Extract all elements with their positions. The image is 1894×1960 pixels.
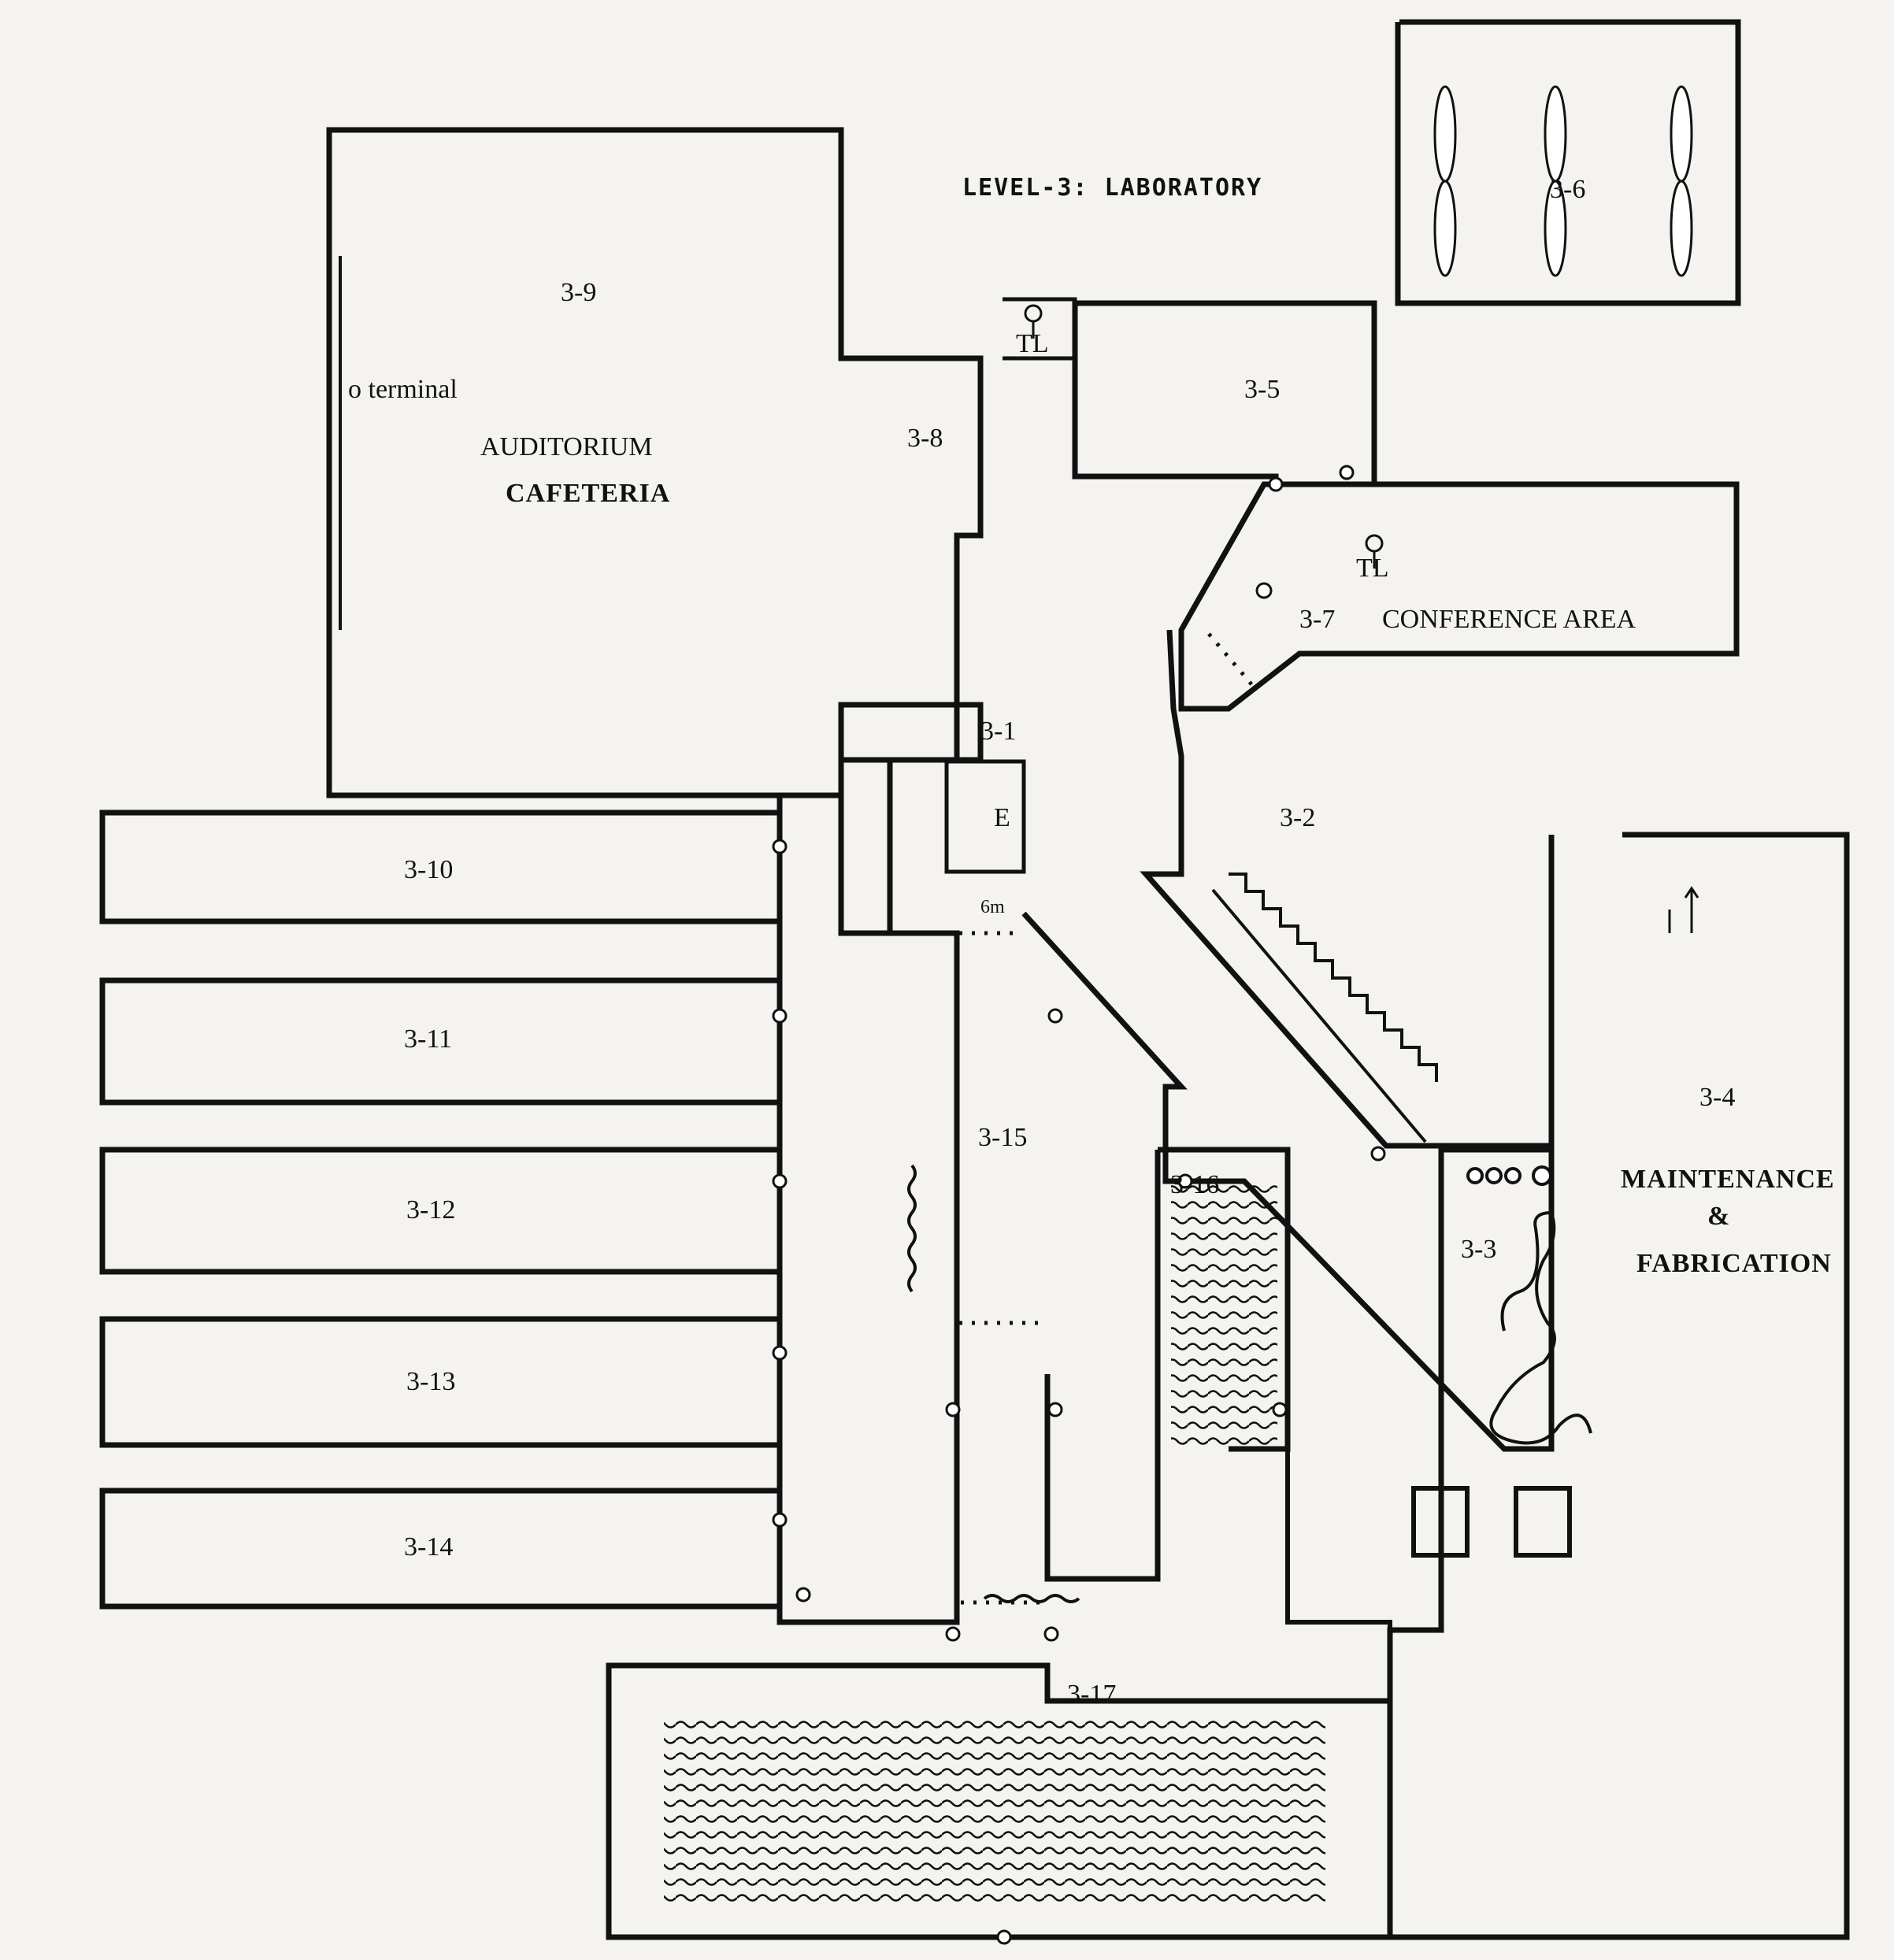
water-3-16	[1171, 1181, 1277, 1449]
room-label-3-15: 3-15	[978, 1123, 1028, 1152]
auditorium-label: AUDITORIUM	[480, 432, 653, 461]
room-label-3-17: 3-17	[1067, 1680, 1117, 1709]
room-label-3-3: 3-3	[1461, 1235, 1497, 1264]
conference-wall	[1178, 481, 1740, 712]
machinery-sketch	[1411, 1210, 1592, 1558]
tl-upper-label: TL	[1016, 329, 1049, 358]
arrow-3-4	[1668, 886, 1699, 933]
water-3-17	[664, 1721, 1325, 1906]
six-m-label: 6m	[980, 897, 1005, 917]
door-markers	[772, 465, 1386, 1945]
corridor-3-15	[890, 930, 960, 1625]
room-label-3-5: 3-5	[1244, 375, 1281, 404]
map-title: LEVEL-3: LABORATORY	[962, 174, 1263, 202]
ampersand-label: &	[1707, 1202, 1731, 1231]
corridor-3-1	[838, 702, 984, 936]
room-stack-spine	[777, 795, 890, 1625]
room-label-3-2: 3-2	[1280, 803, 1316, 832]
room-3-5-wall	[1072, 300, 1377, 487]
room-label-3-1: 3-1	[980, 717, 1017, 746]
maintenance-label: MAINTENANCE	[1621, 1165, 1835, 1194]
room-label-3-16: 3-16	[1170, 1170, 1220, 1199]
elevator-box	[944, 759, 1026, 874]
stairs	[1211, 873, 1438, 1143]
dotted-doorways	[959, 472, 1254, 1605]
tl-symbols	[1024, 304, 1384, 569]
room-3-9-wall	[326, 127, 984, 798]
room-label-3-12: 3-12	[406, 1195, 456, 1225]
fabrication-label: FABRICATION	[1636, 1249, 1832, 1278]
room-label-3-10: 3-10	[404, 855, 454, 884]
room-label-3-7: 3-7	[1299, 605, 1336, 634]
wavy-wall-lower	[983, 1594, 1080, 1603]
wavy-wall	[907, 1164, 917, 1293]
fabrication-circles	[1466, 1165, 1552, 1186]
lab-panels-3-6	[1433, 85, 1693, 277]
room-label-3-6: 3-6	[1550, 175, 1586, 204]
room-label-3-11: 3-11	[404, 1024, 453, 1054]
elevator-label: E	[994, 803, 1010, 832]
room-3-4-wall	[1387, 832, 1850, 1940]
conference-label: CONFERENCE AREA	[1382, 605, 1636, 634]
room-label-3-13: 3-13	[406, 1367, 456, 1396]
corridor-3-2	[1021, 629, 1555, 1452]
room-label-3-4: 3-4	[1699, 1083, 1736, 1112]
room-label-3-9: 3-9	[561, 278, 597, 307]
room-label-3-8: 3-8	[907, 424, 943, 453]
room-3-3-wall	[1285, 1449, 1392, 1701]
tl-lower-label: TL	[1356, 554, 1389, 583]
terminal-label: o terminal	[348, 375, 458, 404]
room-label-3-14: 3-14	[404, 1532, 454, 1562]
room-3-6-wall	[1395, 19, 1741, 306]
cafeteria-label: CAFETERIA	[506, 479, 671, 508]
